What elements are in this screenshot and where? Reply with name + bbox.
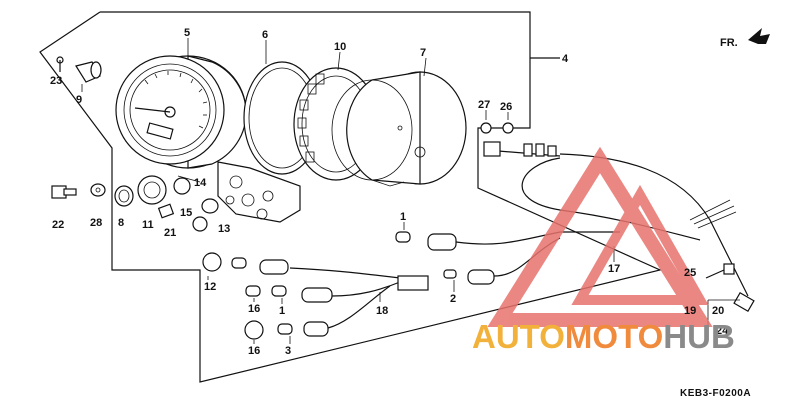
callout-1-upper: 1 [400,211,406,223]
watermark-triangle-icon [487,146,713,327]
nuts-and-bolts [480,122,735,279]
wire-harness [289,231,620,329]
callout-5: 5 [184,27,190,39]
watermark-triangle-inner-icon [571,184,709,305]
leader-lines [59,38,740,344]
diagram-code: KEB3-F0200A [680,388,751,399]
callout-18: 18 [376,305,388,317]
arrow-icon [748,28,770,44]
callout-7: 7 [420,47,426,59]
front-direction-indicator: FR. [720,28,770,49]
watermark-text: AUTOMOTOHUB [472,318,735,355]
callout-6: 6 [262,29,268,41]
callout-2: 2 [450,293,456,305]
small-parts [51,175,219,232]
callout-26: 26 [500,101,512,113]
callout-13: 13 [218,223,230,235]
callout-16-lower: 16 [248,345,260,357]
callout-25: 25 [684,267,696,279]
callout-16-upper: 16 [248,303,260,315]
watermark-text-auto: AUTO [472,318,565,355]
trip-knob [56,56,102,83]
callout-9: 9 [76,94,82,106]
watermark-text-moto: MOTO [565,318,663,355]
callout-23: 23 [50,75,62,87]
callout-28: 28 [90,217,102,229]
callout-24: 24 [716,325,729,337]
callout-20: 20 [712,305,724,317]
callout-22: 22 [52,219,64,231]
meter-assembly [115,55,247,169]
callout-10: 10 [334,41,346,53]
callout-1-lower: 1 [279,305,285,317]
callouts: 5 6 10 7 4 23 9 27 26 14 15 22 28 8 11 2… [50,27,729,357]
callout-21: 21 [164,227,176,239]
callout-3: 3 [285,345,291,357]
meter-case [331,71,467,187]
watermark-logo [487,146,713,327]
callout-19: 19 [684,305,696,317]
callout-4: 4 [562,53,569,65]
callout-17: 17 [608,263,620,275]
bulbs-and-sockets [202,231,495,340]
diagram-frame [39,11,662,383]
watermark-text-hub: HUB [663,318,735,355]
front-direction-label: FR. [720,37,738,49]
callout-14: 14 [194,177,207,189]
callout-27: 27 [478,99,490,111]
callout-11: 11 [142,219,154,231]
callout-8: 8 [118,217,124,229]
svg-text:AUTOMOTOHUB: AUTOMOTOHUB [472,318,735,355]
callout-12: 12 [204,281,216,293]
callout-15: 15 [180,207,192,219]
